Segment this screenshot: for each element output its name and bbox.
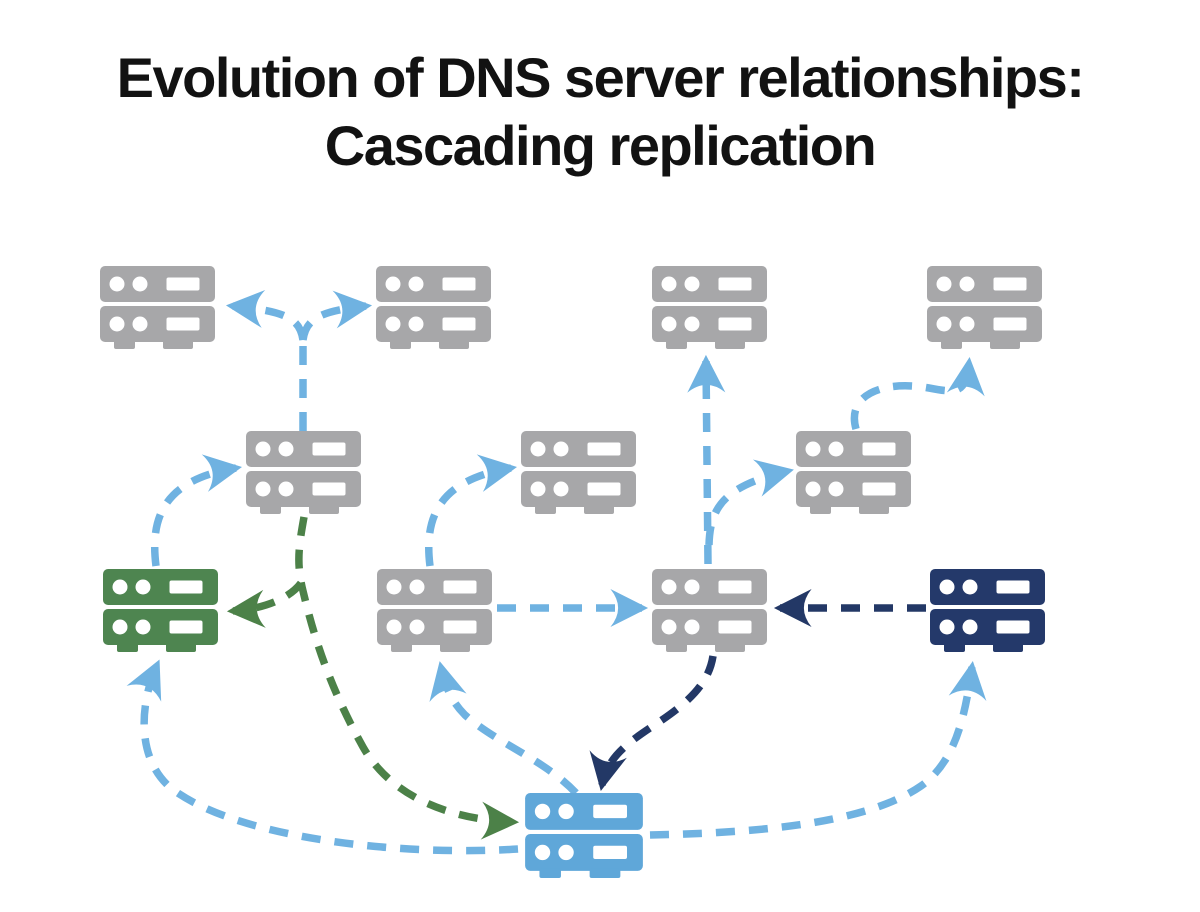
server-node-green-server <box>103 569 218 652</box>
edge-layer <box>126 290 987 855</box>
server-rack-icon <box>796 431 911 514</box>
server-rack-icon <box>376 266 491 349</box>
replication-edge-low3-to-blue <box>589 655 717 791</box>
replication-edge-blue-to-navy <box>649 660 987 839</box>
server-node-top-1 <box>100 266 215 349</box>
server-rack-icon <box>930 569 1045 652</box>
server-rack-icon <box>100 266 215 349</box>
replication-edge-low3-to-mid3 <box>705 459 794 546</box>
server-node-low-2 <box>377 569 492 652</box>
replication-edge-mid1-to-green <box>226 580 304 628</box>
replication-edge-mid1-to-blue <box>295 516 520 840</box>
server-node-top-2 <box>376 266 491 349</box>
server-rack-icon <box>652 569 767 652</box>
server-rack-icon <box>927 266 1042 349</box>
server-node-low-3 <box>652 569 767 652</box>
page-title-line2: Cascading replication <box>324 114 877 177</box>
replication-edge-mid3-to-top4 <box>850 356 985 431</box>
page-title-line1: Evolution of DNS server relationships: <box>116 46 1085 109</box>
server-rack-icon <box>246 431 361 514</box>
server-node-mid-3 <box>796 431 911 514</box>
server-rack-icon <box>525 793 643 878</box>
replication-edge-blue-to-low2 <box>429 661 579 796</box>
server-node-blue-server <box>525 793 643 878</box>
replication-edge-mid1-to-top2 <box>299 290 373 341</box>
server-rack-icon <box>377 569 492 652</box>
server-node-mid-1 <box>246 431 361 514</box>
replication-edge-blue-to-green <box>126 659 519 855</box>
server-node-mid-2 <box>521 431 636 514</box>
replication-edge-green-to-mid1 <box>150 454 242 567</box>
replication-edge-low2-to-mid2 <box>425 454 517 567</box>
page-title: Evolution of DNS server relationships: C… <box>0 44 1200 180</box>
server-node-top-3 <box>652 266 767 349</box>
server-rack-icon <box>103 569 218 652</box>
server-node-navy-server <box>930 569 1045 652</box>
server-rack-icon <box>521 431 636 514</box>
replication-edge-mid1-to-top1 <box>225 290 307 341</box>
server-node-top-4 <box>927 266 1042 349</box>
server-rack-icon <box>652 266 767 349</box>
